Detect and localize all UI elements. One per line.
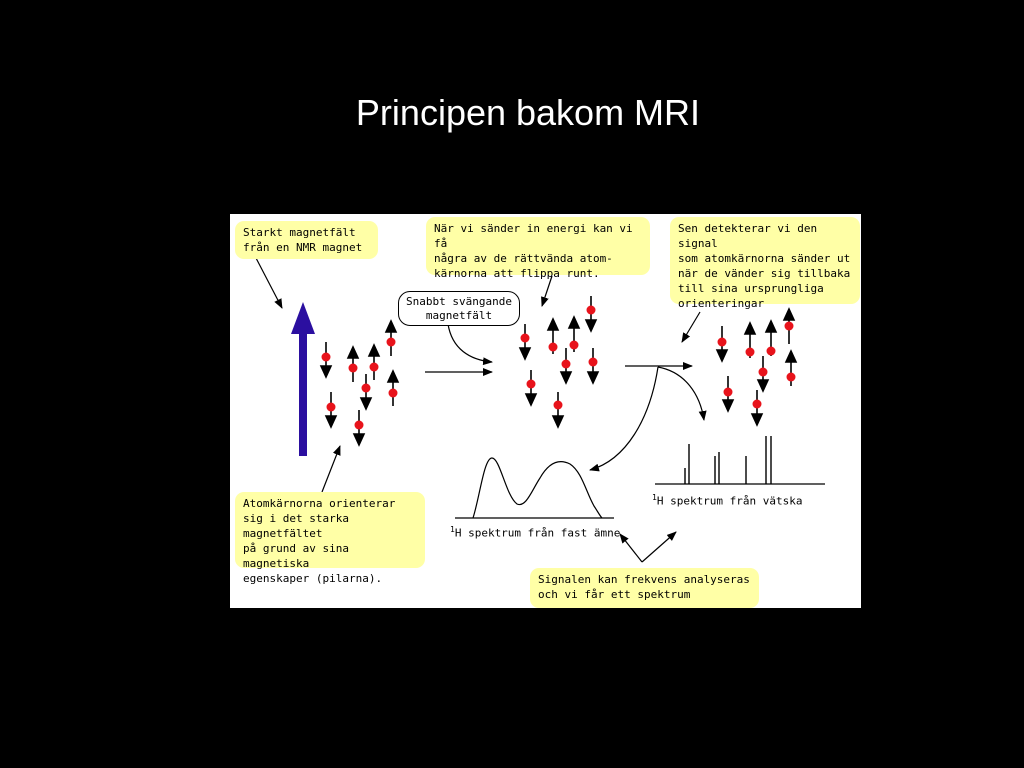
nucleus-down xyxy=(715,326,729,363)
pointer-bubble xyxy=(447,323,493,366)
pointer-analyze-left xyxy=(619,533,643,563)
callout-orient: Atomkärnorna orienterar sig i det starka… xyxy=(235,492,425,585)
nucleus-down xyxy=(324,392,338,429)
callout-detect: Sen detekterar vi den signal som atomkär… xyxy=(670,217,860,310)
nucleus-down xyxy=(518,324,532,361)
nucleus-down xyxy=(551,392,565,429)
pointer-send-energy xyxy=(541,275,553,307)
diagram-graphics xyxy=(255,257,825,563)
solid-spectrum-text: H spektrum från fast ämne xyxy=(454,526,621,540)
nucleus-up xyxy=(384,319,398,356)
flow-arrow-down xyxy=(657,366,707,421)
flow-arrow-solid xyxy=(589,366,659,472)
pointer-strong-field xyxy=(255,257,283,309)
nuclei-group-relaxing xyxy=(715,307,798,427)
solid-spectrum-superscript: 1 xyxy=(450,525,455,534)
liquid-spectrum-label: 1H spektrum från vätska xyxy=(652,493,803,508)
nucleus-up xyxy=(386,369,400,406)
nucleus-down xyxy=(750,390,764,427)
nucleus-up xyxy=(546,317,560,354)
liquid-spectrum-superscript: 1 xyxy=(652,493,657,502)
liquid-spectrum-text: H spektrum från vätska xyxy=(656,494,803,508)
nucleus-up xyxy=(784,349,798,386)
pointer-detect xyxy=(681,311,701,343)
nucleus-down xyxy=(524,370,538,407)
nucleus-down xyxy=(586,348,600,385)
nucleus-down xyxy=(756,356,770,393)
mri-diagram: Starkt magnetfält från en NMR magnet När… xyxy=(230,214,861,608)
nucleus-down xyxy=(359,374,373,411)
nucleus-down xyxy=(584,296,598,333)
nucleus-up xyxy=(567,315,581,352)
bubble-rapid-field: Snabbt svängande magnetfält xyxy=(398,291,520,326)
nucleus-up xyxy=(743,321,757,358)
callout-analyze: Signalen kan frekvens analyseras och vi … xyxy=(530,568,759,608)
pointer-orient xyxy=(321,445,341,493)
nucleus-down xyxy=(319,342,333,379)
nucleus-down xyxy=(559,348,573,385)
nucleus-up xyxy=(782,307,796,344)
nucleus-down xyxy=(352,410,366,447)
callout-strong-field: Starkt magnetfält från en NMR magnet xyxy=(235,221,378,259)
pointer-analyze-right xyxy=(641,531,677,563)
solid-spectrum-label: 1H spektrum från fast ämne xyxy=(450,525,620,540)
liquid-spectrum xyxy=(655,436,825,485)
callout-send-energy: När vi sänder in energi kan vi få några … xyxy=(426,217,650,280)
pointer-arrows xyxy=(255,257,707,563)
nucleus-up xyxy=(764,319,778,356)
nuclei-group-aligned xyxy=(319,319,400,447)
nucleus-up xyxy=(346,345,360,382)
solid-spectrum xyxy=(455,457,614,519)
magnetic-field-arrow xyxy=(291,302,315,456)
nuclei-group-excited xyxy=(518,296,600,429)
nucleus-up xyxy=(367,343,381,380)
slide-title: Principen bakom MRI xyxy=(355,92,701,133)
nucleus-down xyxy=(721,376,735,413)
